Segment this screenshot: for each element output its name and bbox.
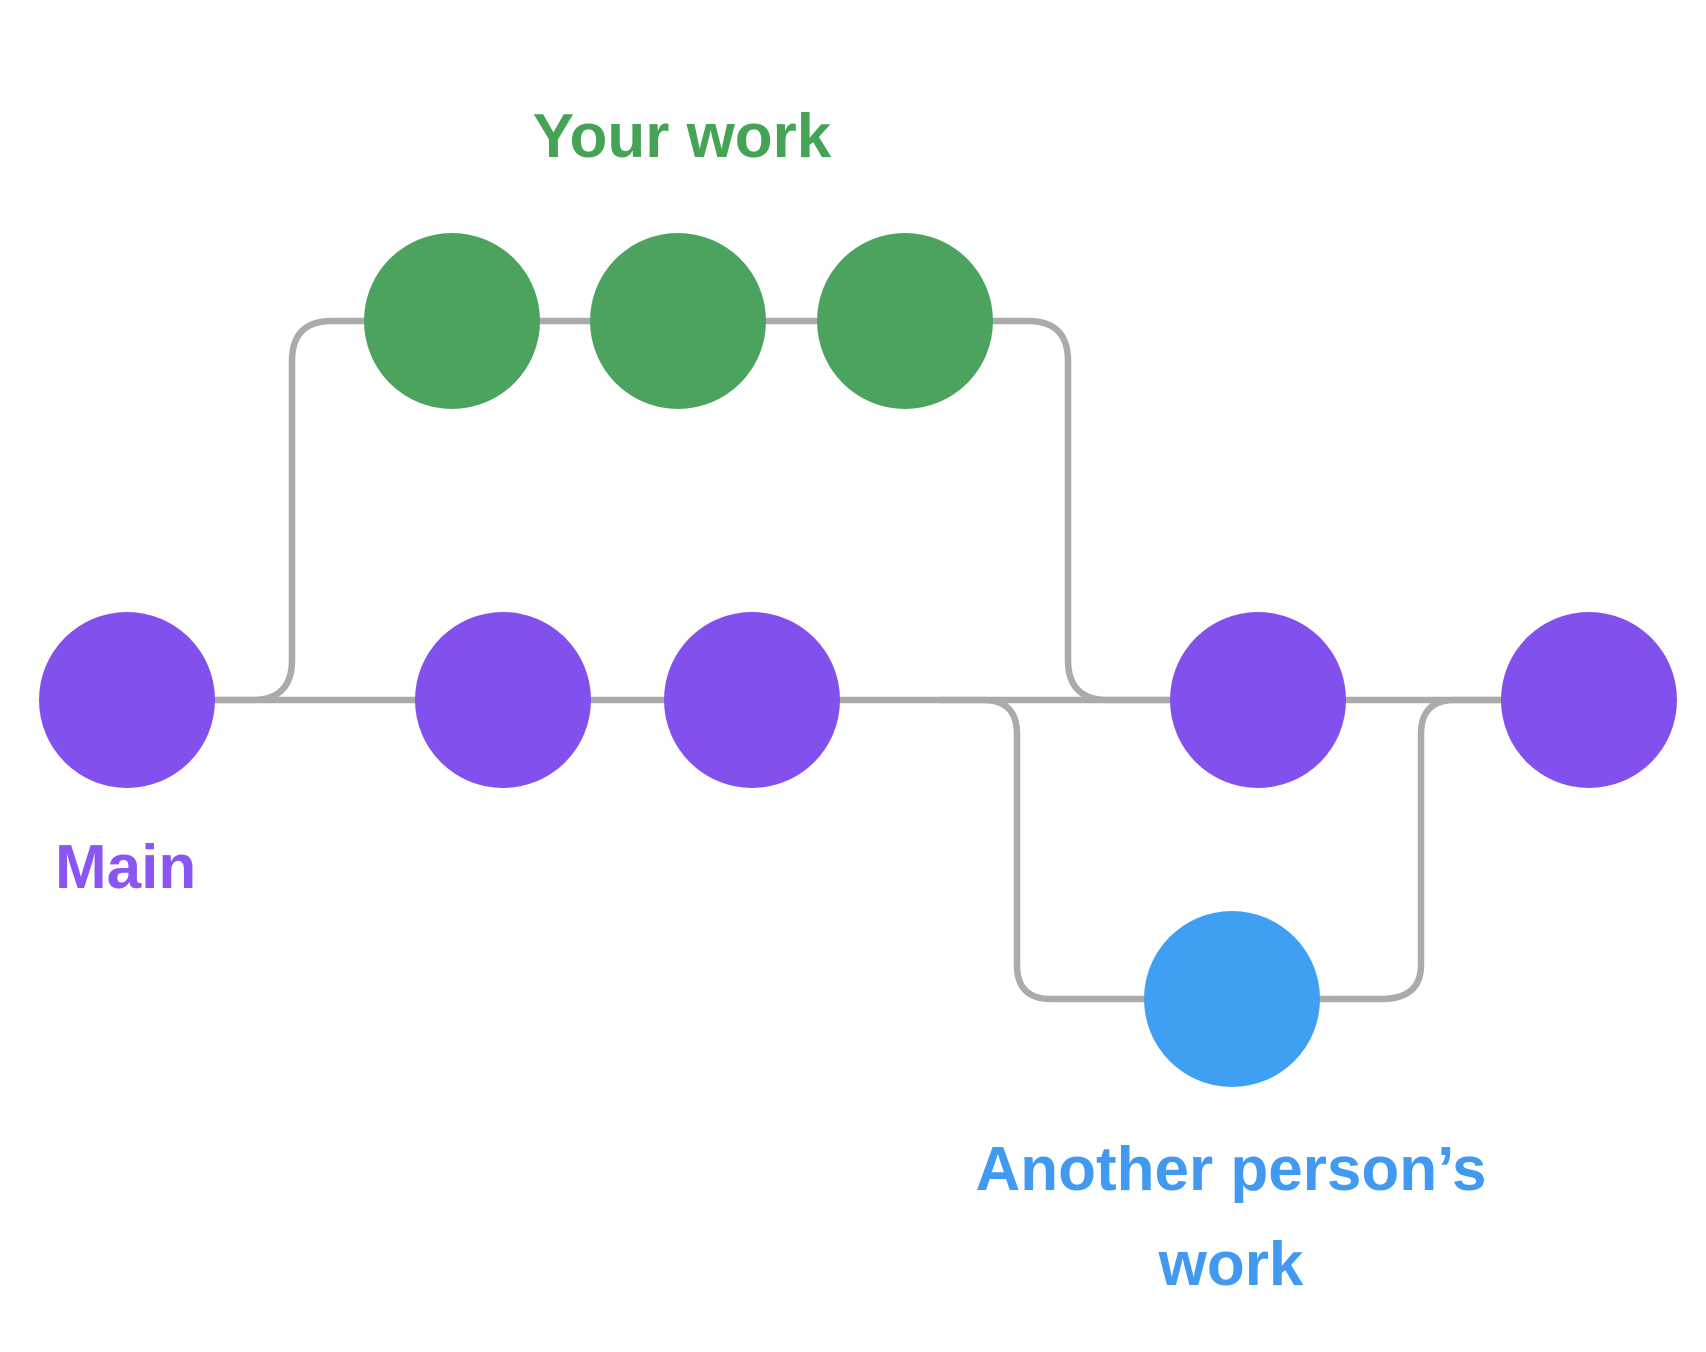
commit-node-your-work [817,233,993,409]
commit-node-main [415,612,591,788]
commit-node-your-work [364,233,540,409]
branch-connectors [127,317,1589,1003]
label-your-work-branch: Your work [532,102,832,171]
commit-node-main [664,612,840,788]
commit-nodes [39,233,1677,1087]
commit-node-main [39,612,215,788]
connector-path-2 [940,696,1506,1003]
label-another-persons-work-branch: Another person’s work [976,1122,1487,1312]
label-another-line1: Another person’s [975,1135,1487,1204]
commit-node-main [1501,612,1677,788]
commit-node-main [1170,612,1346,788]
commit-node-your-work [590,233,766,409]
label-main-branch: Main [55,833,197,902]
commit-node-another-persons-work [1144,911,1320,1087]
label-another-line2: work [1158,1230,1304,1299]
